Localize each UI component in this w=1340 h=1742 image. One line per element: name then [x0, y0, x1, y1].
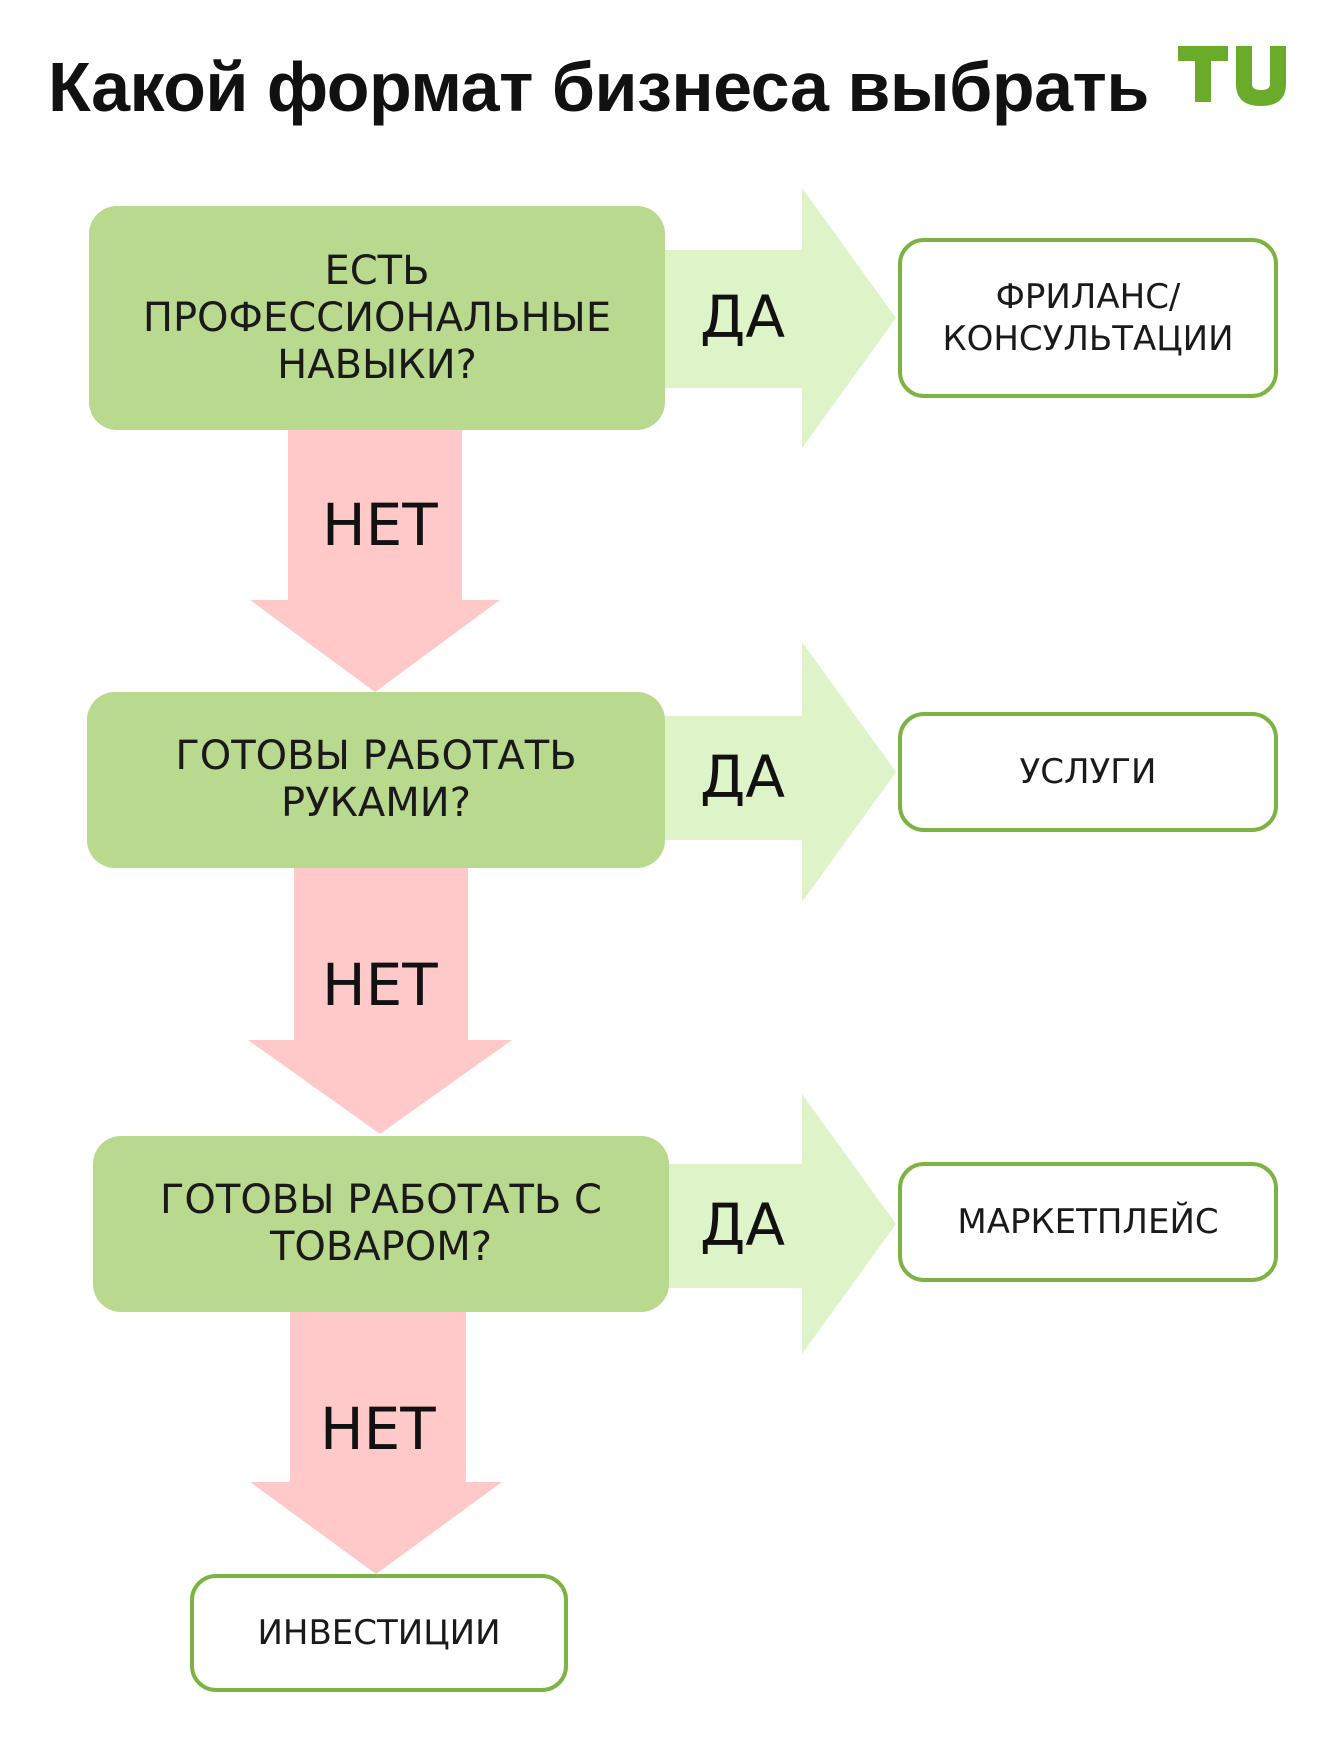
yes-label-2: ДА [700, 743, 785, 811]
answer-box-3: МАРКЕТПЛЕЙС [898, 1162, 1278, 1282]
answer-text-2: УСЛУГИ [1019, 752, 1157, 792]
yes-arrow-1 [662, 188, 896, 448]
answer-box-2: УСЛУГИ [898, 712, 1278, 832]
no-label-3: НЕТ [320, 1395, 436, 1463]
question-text-3: ГОТОВЫ РАБОТАТЬ С ТОВАРОМ? [160, 1177, 602, 1270]
answer-text-3: МАРКЕТПЛЕЙС [957, 1202, 1219, 1242]
yes-label-1: ДА [700, 283, 785, 351]
answer-box-1: ФРИЛАНС/ КОНСУЛЬТАЦИИ [898, 238, 1278, 398]
no-arrow-3 [250, 1310, 502, 1574]
question-box-2: ГОТОВЫ РАБОТАТЬ РУКАМИ? [87, 692, 665, 868]
question-box-3: ГОТОВЫ РАБОТАТЬ С ТОВАРОМ? [93, 1136, 669, 1312]
tu-logo-icon [1178, 46, 1286, 106]
answer-text-1: ФРИЛАНС/ КОНСУЛЬТАЦИИ [942, 277, 1234, 359]
question-box-1: ЕСТЬ ПРОФЕССИОНАЛЬНЫЕ НАВЫКИ? [89, 206, 665, 430]
question-text-2: ГОТОВЫ РАБОТАТЬ РУКАМИ? [175, 733, 577, 826]
yes-label-3: ДА [700, 1191, 785, 1259]
question-text-1: ЕСТЬ ПРОФЕССИОНАЛЬНЫЕ НАВЫКИ? [142, 247, 612, 388]
no-arrow-2 [248, 868, 512, 1134]
yes-arrow-3 [662, 1094, 896, 1354]
final-answer-text: ИНВЕСТИЦИИ [257, 1613, 501, 1653]
page-title: Какой формат бизнеса выбрать [48, 48, 1149, 126]
no-arrow-1 [250, 430, 500, 692]
no-label-1: НЕТ [322, 491, 438, 559]
yes-arrow-2 [662, 642, 896, 902]
no-label-2: НЕТ [322, 951, 438, 1019]
final-answer-box: ИНВЕСТИЦИИ [190, 1574, 568, 1692]
